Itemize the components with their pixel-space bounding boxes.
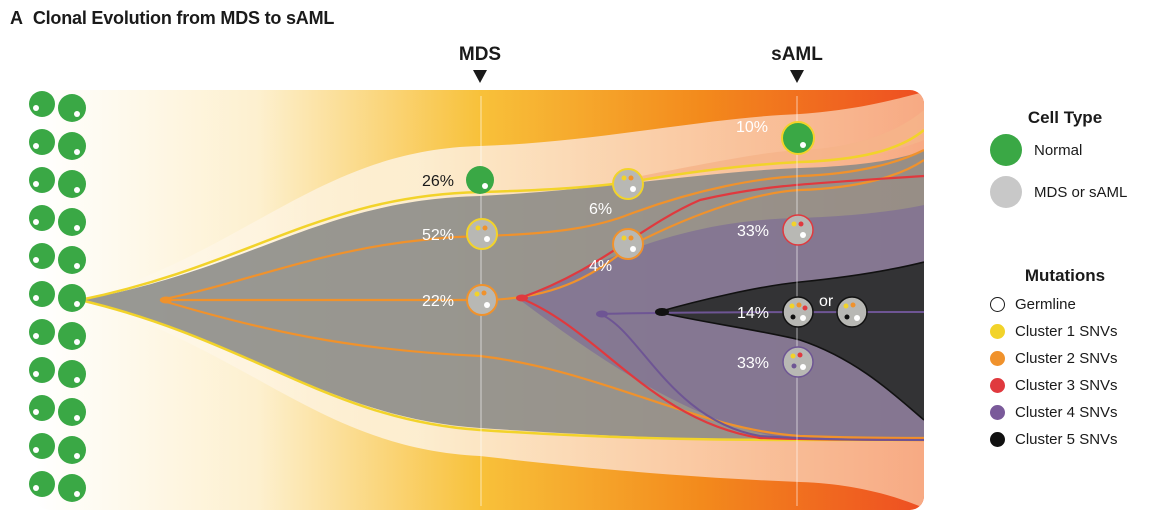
lineage-cluster2-a (159, 149, 924, 302)
lineage-cluster2-c (159, 298, 924, 440)
panel-title-text: Clonal Evolution from MDS to sAML (32, 8, 335, 28)
legend-item-normal: Normal (990, 134, 1171, 166)
cluster2-origin (160, 296, 172, 304)
pct-subclone-6: 6% (589, 201, 612, 218)
legend-item-cluster3: Cluster 3 SNVs (990, 377, 1171, 394)
saml-normal-cell (781, 121, 815, 155)
mutations-legend: Mutations Germline Cluster 1 SNVs Cluste… (990, 266, 1171, 448)
legend-label-cluster5: Cluster 5 SNVs (1015, 431, 1118, 448)
legend-item-mds-saml: MDS or sAML (990, 176, 1171, 208)
mds-clone-cell-22 (466, 284, 498, 316)
pct-saml-14: 14% (737, 305, 769, 322)
saml-clone-cell-33-top (782, 214, 814, 246)
cell-type-legend: Cell Type Normal MDS or sAML (990, 108, 1171, 208)
saml-clone-cell-33-bottom (782, 346, 814, 378)
pct-subclone-4: 4% (589, 258, 612, 275)
pct-saml-33-bottom: 33% (737, 355, 769, 372)
normal-cell (29, 319, 86, 350)
legend-label-cluster2: Cluster 2 SNVs (1015, 350, 1118, 367)
normal-cell (29, 433, 86, 464)
legend-label-normal: Normal (1034, 141, 1083, 159)
cluster1-dot-icon (990, 324, 1005, 339)
lineage-cluster1-top (79, 129, 924, 302)
cluster2-dot-icon (990, 351, 1005, 366)
saml-clone-cell-14-b (836, 296, 868, 328)
normal-cell (29, 471, 86, 502)
legend-item-germline: Germline (990, 296, 1171, 313)
legend-item-cluster2: Cluster 2 SNVs (990, 350, 1171, 367)
mds-clone-cell-52 (466, 218, 498, 250)
panel-letter: A (10, 8, 23, 28)
normal-cell-icon (990, 134, 1022, 166)
cluster5-origin (655, 308, 669, 316)
normal-cell (29, 357, 86, 388)
cluster4-dot-icon (990, 405, 1005, 420)
legend-item-cluster4: Cluster 4 SNVs (990, 404, 1171, 421)
pct-normal-saml: 10% (736, 119, 768, 136)
lineage-cluster4 (599, 313, 924, 441)
lineage-cluster3-a (519, 174, 924, 300)
normal-cell (29, 243, 86, 274)
cell-type-legend-title: Cell Type (1027, 108, 1103, 127)
cluster4-origin (596, 310, 608, 318)
stage-label-mds: MDS (458, 44, 502, 65)
lineage-cluster5-edge-bottom (657, 311, 924, 421)
cluster3-origin (516, 294, 528, 302)
pct-saml-33-top: 33% (737, 223, 769, 240)
stage-label-saml: sAML (771, 44, 823, 65)
legend-item-cluster1: Cluster 1 SNVs (990, 323, 1171, 340)
normal-cell (29, 281, 86, 312)
lineage-cluster4-flat (599, 311, 924, 315)
mds-marker-arrow (473, 70, 487, 83)
normal-cells-column (29, 91, 86, 502)
mds-normal-cell (466, 166, 494, 194)
legend-label-cluster1: Cluster 1 SNVs (1015, 323, 1118, 340)
normal-cell (29, 205, 86, 236)
panel-title: A Clonal Evolution from MDS to sAML (10, 8, 334, 29)
normal-cell (29, 129, 86, 160)
mutations-legend-title: Mutations (1024, 266, 1106, 285)
saml-marker-arrow (790, 70, 804, 83)
or-label: or (819, 293, 834, 310)
pct-clone-52: 52% (422, 227, 454, 244)
clonal-evolution-fishplot: 26% 52% 22% 6% 4% 10% 33% 14% or 33% (29, 90, 924, 510)
legend-item-cluster5: Cluster 5 SNVs (990, 431, 1171, 448)
legend-label-germline: Germline (1015, 296, 1076, 313)
mds-cell-icon (990, 176, 1022, 208)
legend-label-mds-saml: MDS or sAML (1034, 183, 1128, 201)
subclone-cell-6 (612, 168, 644, 200)
pct-normal-mds: 26% (422, 173, 454, 190)
saml-clone-cell-14-a (782, 296, 814, 328)
normal-cell (29, 167, 86, 198)
top-subclone-bands (620, 110, 924, 184)
pct-clone-22: 22% (422, 293, 454, 310)
cluster5-dot-icon (990, 432, 1005, 447)
legend-label-cluster3: Cluster 3 SNVs (1015, 377, 1118, 394)
germline-dot-icon (990, 297, 1005, 312)
cluster3-dot-icon (990, 378, 1005, 393)
normal-cell (29, 91, 86, 122)
lineage-cluster5-edge-top (657, 261, 924, 313)
subclone-cell-4 (612, 228, 644, 260)
normal-cell (29, 395, 86, 426)
legend-label-cluster4: Cluster 4 SNVs (1015, 404, 1118, 421)
